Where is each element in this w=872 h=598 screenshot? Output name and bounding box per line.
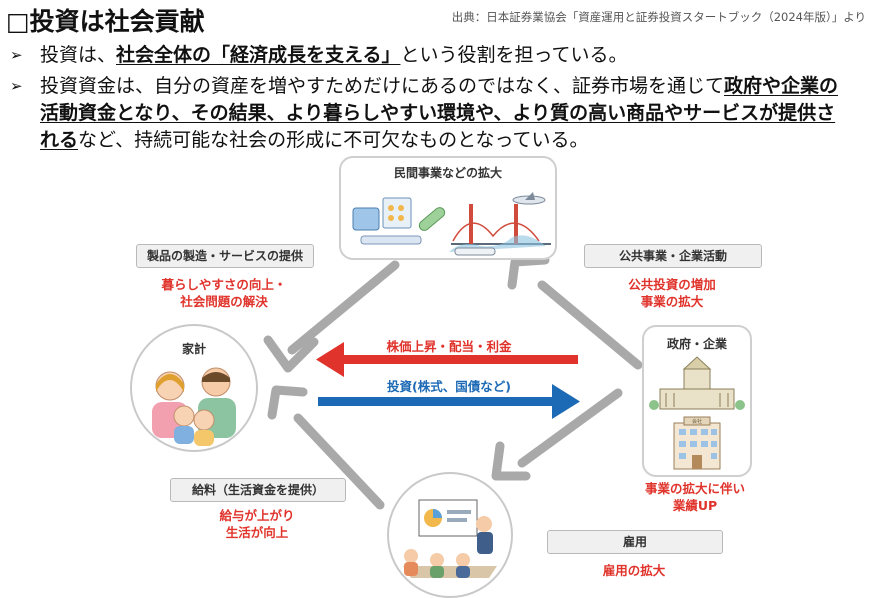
bridge-icon (449, 192, 551, 256)
bullet-2-post: など、持続可能な社会の形成に不可欠なものとなっている。 (78, 129, 589, 151)
bullet-arrow-icon: ➢ (10, 77, 23, 95)
office-building-icon: 会社 (673, 416, 721, 470)
arrow-business-to-bottom-head (491, 441, 531, 481)
gov-enterprise-title: 政府・企業 (666, 337, 727, 351)
parliament-building-icon (649, 356, 745, 410)
products-result-line-2: 社会問題の解決 (180, 294, 268, 309)
label-public-business: 公共事業・企業活動 (584, 244, 762, 268)
salary-result-line-2: 生活が向上 (225, 525, 289, 540)
arrow-business-to-bottom (517, 388, 623, 468)
bullet-2-emphasis: 政府や企業の活動資金となり、その結果、より暮らしやすい環境や、より質の高い商品や… (40, 75, 839, 151)
bullet-1-pre: 投資は、 (40, 44, 117, 66)
salary-result-line-1: 給与が上がり (219, 508, 295, 523)
workplace-circle (387, 472, 513, 598)
arrow-bottom-to-household-head (267, 385, 308, 420)
household-circle: 家計 (130, 324, 258, 452)
public-result-line-1: 公共投資の増加 (628, 277, 716, 292)
gov-enterprise-illustration: 会社 (649, 356, 745, 470)
bullet-1-emphasis: 社会全体の「経済成長を支える」 (116, 44, 401, 66)
employment-result: 雇用の拡大 (602, 563, 666, 578)
business-result-line-1: 事業の拡大に伴い (644, 481, 745, 496)
label-salary: 給料（生活資金を提供） (170, 478, 346, 502)
red-arrow-label: 株価上昇・配当・利金 (386, 339, 512, 354)
page-title: □投資は社会貢献 (6, 7, 205, 36)
bullet-1-post: という役割を担っている。 (400, 44, 628, 66)
arrow-business-to-top-head (507, 255, 550, 290)
private-sector-title: 民間事業などの拡大 (393, 166, 502, 180)
blue-investment-arrow (318, 384, 580, 419)
gov-enterprise-card: 政府・企業 会社 (642, 325, 752, 477)
meeting-illustration (403, 499, 497, 578)
products-result: 暮らしやすさの向上・ 社会問題の解決 (136, 276, 312, 310)
arrow-top-to-household-head (263, 335, 319, 373)
arrow-bottom-to-household (293, 413, 385, 510)
business-result: 事業の拡大に伴い 業績UP (620, 480, 770, 514)
business-result-line-2: 業績UP (672, 498, 718, 513)
medicine-icon (352, 197, 446, 245)
private-sector-card: 民間事業などの拡大 (339, 156, 557, 260)
products-result-line-1: 暮らしやすさの向上・ (161, 277, 287, 292)
building-sign: 会社 (692, 418, 702, 425)
blue-arrow-label: 投資(株式、国債など) (387, 379, 511, 394)
private-sector-illustration (352, 192, 551, 256)
label-products-services: 製品の製造・サービスの提供 (136, 244, 314, 268)
red-return-arrow (316, 342, 578, 377)
gray-cycle-arrows (263, 255, 643, 510)
bullet-arrow-icon: ➢ (10, 46, 23, 64)
salary-result: 給与が上がり 生活が向上 (170, 507, 344, 541)
bullet-2-pre: 投資資金は、自分の資産を増やすためだけにあるのではなく、証券市場を通じて (40, 75, 725, 97)
source-citation: 出典：日本証券業協会「資産運用と証券投資スタートブック（2024年版）」より (451, 10, 866, 24)
household-title: 家計 (181, 342, 206, 356)
label-employment: 雇用 (547, 530, 723, 554)
family-illustration (152, 367, 236, 446)
arrow-top-to-household (287, 260, 400, 355)
public-result-line-2: 事業の拡大 (640, 294, 704, 309)
arrow-business-to-top (537, 280, 643, 370)
public-result: 公共投資の増加 事業の拡大 (584, 276, 760, 310)
